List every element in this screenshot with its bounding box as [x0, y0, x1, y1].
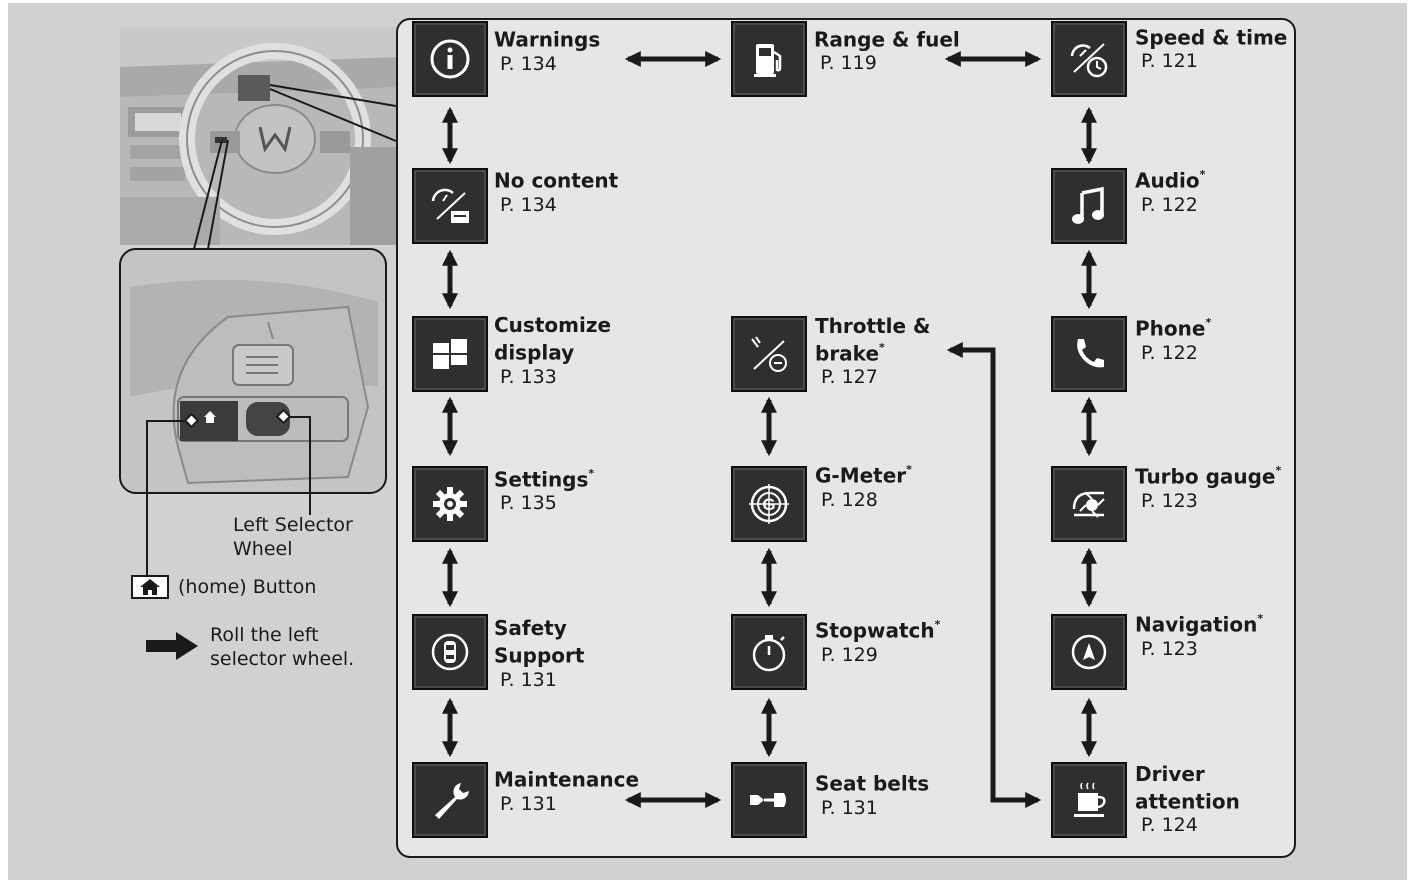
- g-meter-icon: G: [744, 479, 794, 529]
- turbo-gauge-label: Turbo gauge*: [1135, 461, 1281, 489]
- settings-page[interactable]: P. 135: [500, 491, 557, 515]
- g-meter-tile: G: [731, 466, 807, 542]
- settings-tile: [412, 466, 488, 542]
- diagram-canvas: Left Selector Wheel (home) Button Roll t…: [8, 3, 1407, 880]
- range-fuel-tile: [731, 21, 807, 97]
- gauge-off-icon: [425, 181, 475, 231]
- no-content-tile: [412, 168, 488, 244]
- maintenance-tile: [412, 762, 488, 838]
- safety-support-page[interactable]: P. 131: [500, 668, 557, 692]
- audio-page[interactable]: P. 122: [1141, 193, 1198, 217]
- dashboard-photo: [120, 27, 400, 245]
- turbo-gauge-page[interactable]: P. 123: [1141, 489, 1198, 513]
- throttle-brake-page[interactable]: P. 127: [821, 365, 878, 389]
- turbo-icon: [1064, 479, 1114, 529]
- coffee-cup-icon: [1064, 775, 1114, 825]
- maintenance-page[interactable]: P. 131: [500, 792, 557, 816]
- phone-icon: [1064, 329, 1114, 379]
- maintenance-label: Maintenance: [494, 764, 639, 792]
- warnings-page[interactable]: P. 134: [500, 52, 557, 76]
- home-button-label: (home) Button: [178, 575, 316, 599]
- menu-map-panel: [396, 18, 1296, 858]
- navigation-tile: [1051, 614, 1127, 690]
- audio-tile: [1051, 168, 1127, 244]
- seat-belts-page[interactable]: P. 131: [821, 796, 878, 820]
- gear-icon: [425, 479, 475, 529]
- driver-attention-page[interactable]: P. 124: [1141, 813, 1198, 837]
- phone-page[interactable]: P. 122: [1141, 341, 1198, 365]
- car-safety-icon: [425, 627, 475, 677]
- svg-text:G: G: [762, 495, 775, 514]
- speed-time-tile: [1051, 21, 1127, 97]
- wrench-icon: [425, 775, 475, 825]
- speed-time-label: Speed & time: [1135, 22, 1287, 50]
- left-selector-wheel-label: Left Selector Wheel: [233, 513, 353, 561]
- roll-arrow-icon: [146, 632, 198, 660]
- throttle-brake-label: Throttle & brake*: [815, 314, 930, 366]
- info-icon: [425, 34, 475, 84]
- speedometer-clock-icon: [1064, 34, 1114, 84]
- settings-label: Settings*: [494, 464, 594, 492]
- customize-display-label: Customize display: [494, 313, 611, 365]
- audio-label: Audio*: [1135, 165, 1205, 193]
- roll-instruction-label: Roll the left selector wheel.: [210, 623, 354, 671]
- seat-belts-label: Seat belts: [815, 768, 929, 796]
- turbo-gauge-tile: [1051, 466, 1127, 542]
- g-meter-page[interactable]: P. 128: [821, 488, 878, 512]
- navigation-page[interactable]: P. 123: [1141, 637, 1198, 661]
- range-fuel-label: Range & fuel: [814, 24, 960, 52]
- compass-icon: [1064, 627, 1114, 677]
- throttle-brake-tile: [731, 316, 807, 392]
- steering-wheel-closeup: [118, 247, 388, 495]
- driver-attention-tile: [1051, 762, 1127, 838]
- customize-display-tile: [412, 316, 488, 392]
- speed-time-page[interactable]: P. 121: [1141, 49, 1198, 73]
- no-content-page[interactable]: P. 134: [500, 193, 557, 217]
- no-content-label: No content: [494, 165, 618, 193]
- layout-grid-icon: [425, 329, 475, 379]
- music-note-icon: [1064, 181, 1114, 231]
- stopwatch-tile: [731, 614, 807, 690]
- driver-attention-label: Driver attention: [1135, 762, 1240, 814]
- warnings-tile: [412, 21, 488, 97]
- warnings-label: Warnings: [494, 24, 600, 52]
- customize-display-page[interactable]: P. 133: [500, 365, 557, 389]
- stopwatch-page[interactable]: P. 129: [821, 643, 878, 667]
- pedal-icon: [744, 329, 794, 379]
- fuel-pump-icon: [744, 34, 794, 84]
- safety-support-label: Safety Support: [494, 616, 584, 668]
- stopwatch-label: Stopwatch*: [815, 615, 940, 643]
- seat-belt-icon: [744, 775, 794, 825]
- phone-label: Phone*: [1135, 313, 1211, 341]
- range-fuel-page[interactable]: P. 119: [820, 51, 877, 75]
- stopwatch-icon: [744, 627, 794, 677]
- navigation-label: Navigation*: [1135, 609, 1263, 637]
- home-button-icon: [131, 575, 169, 599]
- seat-belts-tile: [731, 762, 807, 838]
- safety-support-tile: [412, 614, 488, 690]
- g-meter-label: G-Meter*: [815, 460, 912, 488]
- phone-tile: [1051, 316, 1127, 392]
